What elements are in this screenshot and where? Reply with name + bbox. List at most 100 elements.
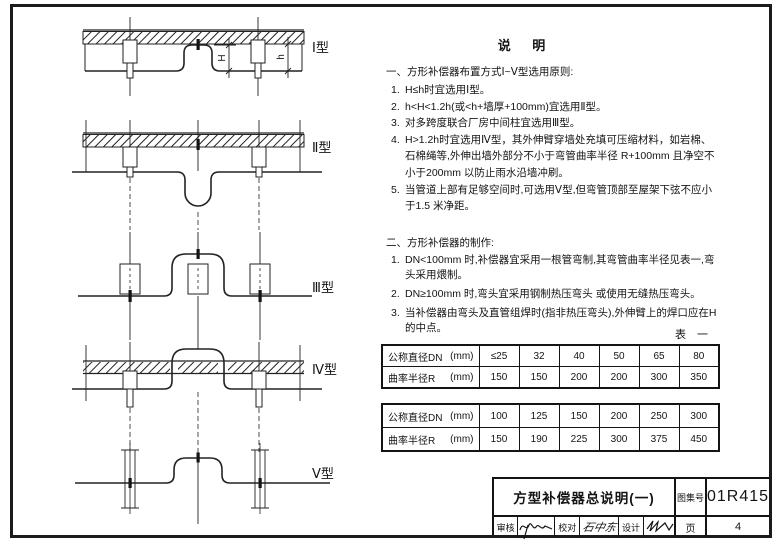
diagram-label-2: Ⅱ型: [312, 140, 331, 155]
table-cell: 150: [478, 427, 520, 452]
page-number-label: 页: [674, 515, 705, 537]
item-text: DN≥100mm 时,弯头宜采用钢制热压弯头 或使用无缝热压弯头。: [405, 287, 701, 300]
diagram-label-3: Ⅲ型: [312, 280, 334, 295]
diagram-type-5: Ⅴ型: [75, 443, 334, 524]
table-cell: 375: [638, 427, 680, 452]
anchor-tick: [128, 290, 132, 302]
note-item: 2. h<H<1.2h(或<h+墙厚+100mm)宜选用Ⅱ型。: [386, 99, 720, 116]
item-number: 1.: [391, 84, 400, 96]
table-row: 曲率半径R(mm) 150 150 200 200 300 350: [381, 366, 720, 389]
hanger-double-rod: [251, 443, 269, 514]
row-header: 公称直径DN(mm): [381, 403, 480, 428]
note-item: 2. DN≥100mm 时,弯头宜采用钢制热压弯头 或使用无缝热压弯头。: [386, 287, 720, 302]
table-cell: 80: [678, 344, 720, 367]
hanger-rod: [250, 39, 266, 79]
anchor-tick: [196, 249, 200, 259]
anchor-tick: [196, 39, 200, 50]
column-box: [249, 263, 271, 295]
note-item: 5. 当管道上部有足够空间时,可选用Ⅴ型,但弯管顶部至屋架下弦不应小于1.5 米…: [386, 182, 720, 215]
diagram-type-2: Ⅱ型: [72, 120, 331, 230]
table-cell: 225: [558, 427, 600, 452]
item-text: h<H<1.2h(或<h+墙厚+100mm)宜选用Ⅱ型。: [405, 100, 607, 113]
item-number: 2.: [391, 100, 400, 113]
item-text: H≤h时宜选用Ⅰ型。: [405, 84, 491, 96]
dim-label-h: h: [276, 54, 287, 60]
section2-heading: 二、方形补偿器的制作:: [386, 236, 494, 249]
item-number: 2.: [391, 287, 400, 300]
anchor-tick: [196, 139, 200, 150]
atlas-number: 01R415: [705, 479, 769, 515]
diagram-label-1: Ⅰ型: [312, 40, 329, 55]
note-item: 4. H>1.2h时宜选用Ⅳ型，其外伸臂穿墙处充填可压缩材料，如岩棉、石棉绳等,…: [386, 132, 720, 182]
diagram-type-3: Ⅲ型: [78, 232, 334, 340]
hanger-rod: [251, 146, 267, 178]
note-item: 3. 对多跨度联合厂房中间柱宜选用Ⅲ型。: [386, 115, 720, 132]
hanger-rod: [122, 370, 138, 408]
drawing-title: 方型补偿器总说明(一): [513, 491, 655, 506]
dim-label-H: H: [217, 54, 228, 61]
item-text: 对多跨度联合厂房中间柱宜选用Ⅲ型。: [405, 117, 581, 130]
item-number: 3.: [391, 306, 400, 319]
page-number: 4: [705, 515, 770, 537]
table-row: 公称直径DN(mm) ≤25 32 40 50 65 80: [381, 344, 720, 367]
diagram-label-4: Ⅳ型: [312, 362, 337, 377]
note-item: 1. DN<100mm 时,补偿器宜采用一根管弯制,其弯管曲率半径见表一,弯头采…: [386, 253, 720, 283]
table-row: 公称直径DN(mm) 100 125 150 200 250 300: [381, 403, 720, 428]
reviewer-signature: [517, 517, 554, 540]
table-cell: 32: [518, 344, 560, 367]
table-cell: ≤25: [478, 344, 520, 367]
row-header: 曲率半径R(mm): [381, 427, 480, 452]
table-cell: 300: [598, 427, 640, 452]
table-cell: 200: [558, 366, 600, 389]
notes-panel: 说 明 一、方形补偿器布置方式Ⅰ~Ⅴ型选用原则: 1. H≤h时宜选用Ⅰ型。 2…: [386, 38, 720, 340]
item-text: DN<100mm 时,补偿器宜采用一根管弯制,其弯管曲率半径见表一,弯头采用煨制…: [405, 253, 715, 281]
table-cell: 100: [478, 403, 520, 428]
table-cell: 190: [518, 427, 560, 452]
table-cell: 450: [678, 427, 720, 452]
table-cell: 250: [638, 403, 680, 428]
table-cell: 150: [478, 366, 520, 389]
sheet-border: [10, 4, 772, 538]
table-cell: 300: [638, 366, 680, 389]
checker-label: 校对: [554, 517, 579, 537]
hanger-double-rod: [121, 443, 139, 514]
table-cell: 40: [558, 344, 600, 367]
signature-row: 审核 校对 石中东 设计: [494, 515, 674, 540]
table-cell: 150: [558, 403, 600, 428]
item-text: H>1.2h时宜选用Ⅳ型，其外伸臂穿墙处充填可压缩材料，如岩棉、石棉绳等,外伸出…: [405, 133, 715, 179]
table-cell: 350: [678, 366, 720, 389]
diagram-type-1: H h Ⅰ型: [82, 17, 329, 96]
column-box: [119, 263, 141, 295]
table-cell: 125: [518, 403, 560, 428]
row-header: 曲率半径R(mm): [381, 366, 480, 389]
table-cell: 150: [518, 366, 560, 389]
table-cell: 65: [638, 344, 680, 367]
anchor-tick: [258, 290, 262, 302]
table-cell: 50: [598, 344, 640, 367]
table-cell: 200: [598, 366, 640, 389]
hanger-rod: [122, 146, 138, 178]
table-cell: 300: [678, 403, 720, 428]
dimension-h: [272, 37, 296, 78]
bend-radius-table-2: 公称直径DN(mm) 100 125 150 200 250 300 曲率半径R…: [381, 403, 720, 452]
hanger-rod: [251, 370, 267, 408]
bend-radius-table-1: 公称直径DN(mm) ≤25 32 40 50 65 80 曲率半径R(mm) …: [381, 344, 720, 389]
row-header: 公称直径DN(mm): [381, 344, 480, 367]
table-cell: 200: [598, 403, 640, 428]
item-text: 当补偿器由弯头及直管组焊时(指非热压弯头),外伸臂上的焊口应在H的中点。: [405, 306, 717, 334]
item-number: 1.: [391, 253, 400, 266]
pipe-loop-down: [72, 171, 322, 207]
designer-signature: [643, 517, 674, 537]
item-text: 当管道上部有足够空间时,可选用Ⅴ型,但弯管顶部至屋架下弦不应小于1.5 米净距。: [405, 183, 713, 213]
note-item: 3. 当补偿器由弯头及直管组焊时(指非热压弯头),外伸臂上的焊口应在H的中点。: [386, 306, 720, 336]
title-block: 方型补偿器总说明(一) 图集号 01R415 审核 校对 石中东 设计 页 4: [492, 477, 770, 540]
pipe-loop-through-wall: [72, 348, 322, 390]
notes-title: 说 明: [497, 38, 555, 53]
note-item: 1. H≤h时宜选用Ⅰ型。: [386, 82, 720, 99]
signature-scribble: [519, 523, 553, 540]
item-number: 3.: [391, 117, 400, 130]
atlas-number-label: 图集号: [674, 479, 705, 515]
table-row: 曲率半径R(mm) 150 190 225 300 375 450: [381, 427, 720, 452]
anchor-tick: [196, 452, 200, 463]
hanger-rod: [122, 39, 138, 79]
